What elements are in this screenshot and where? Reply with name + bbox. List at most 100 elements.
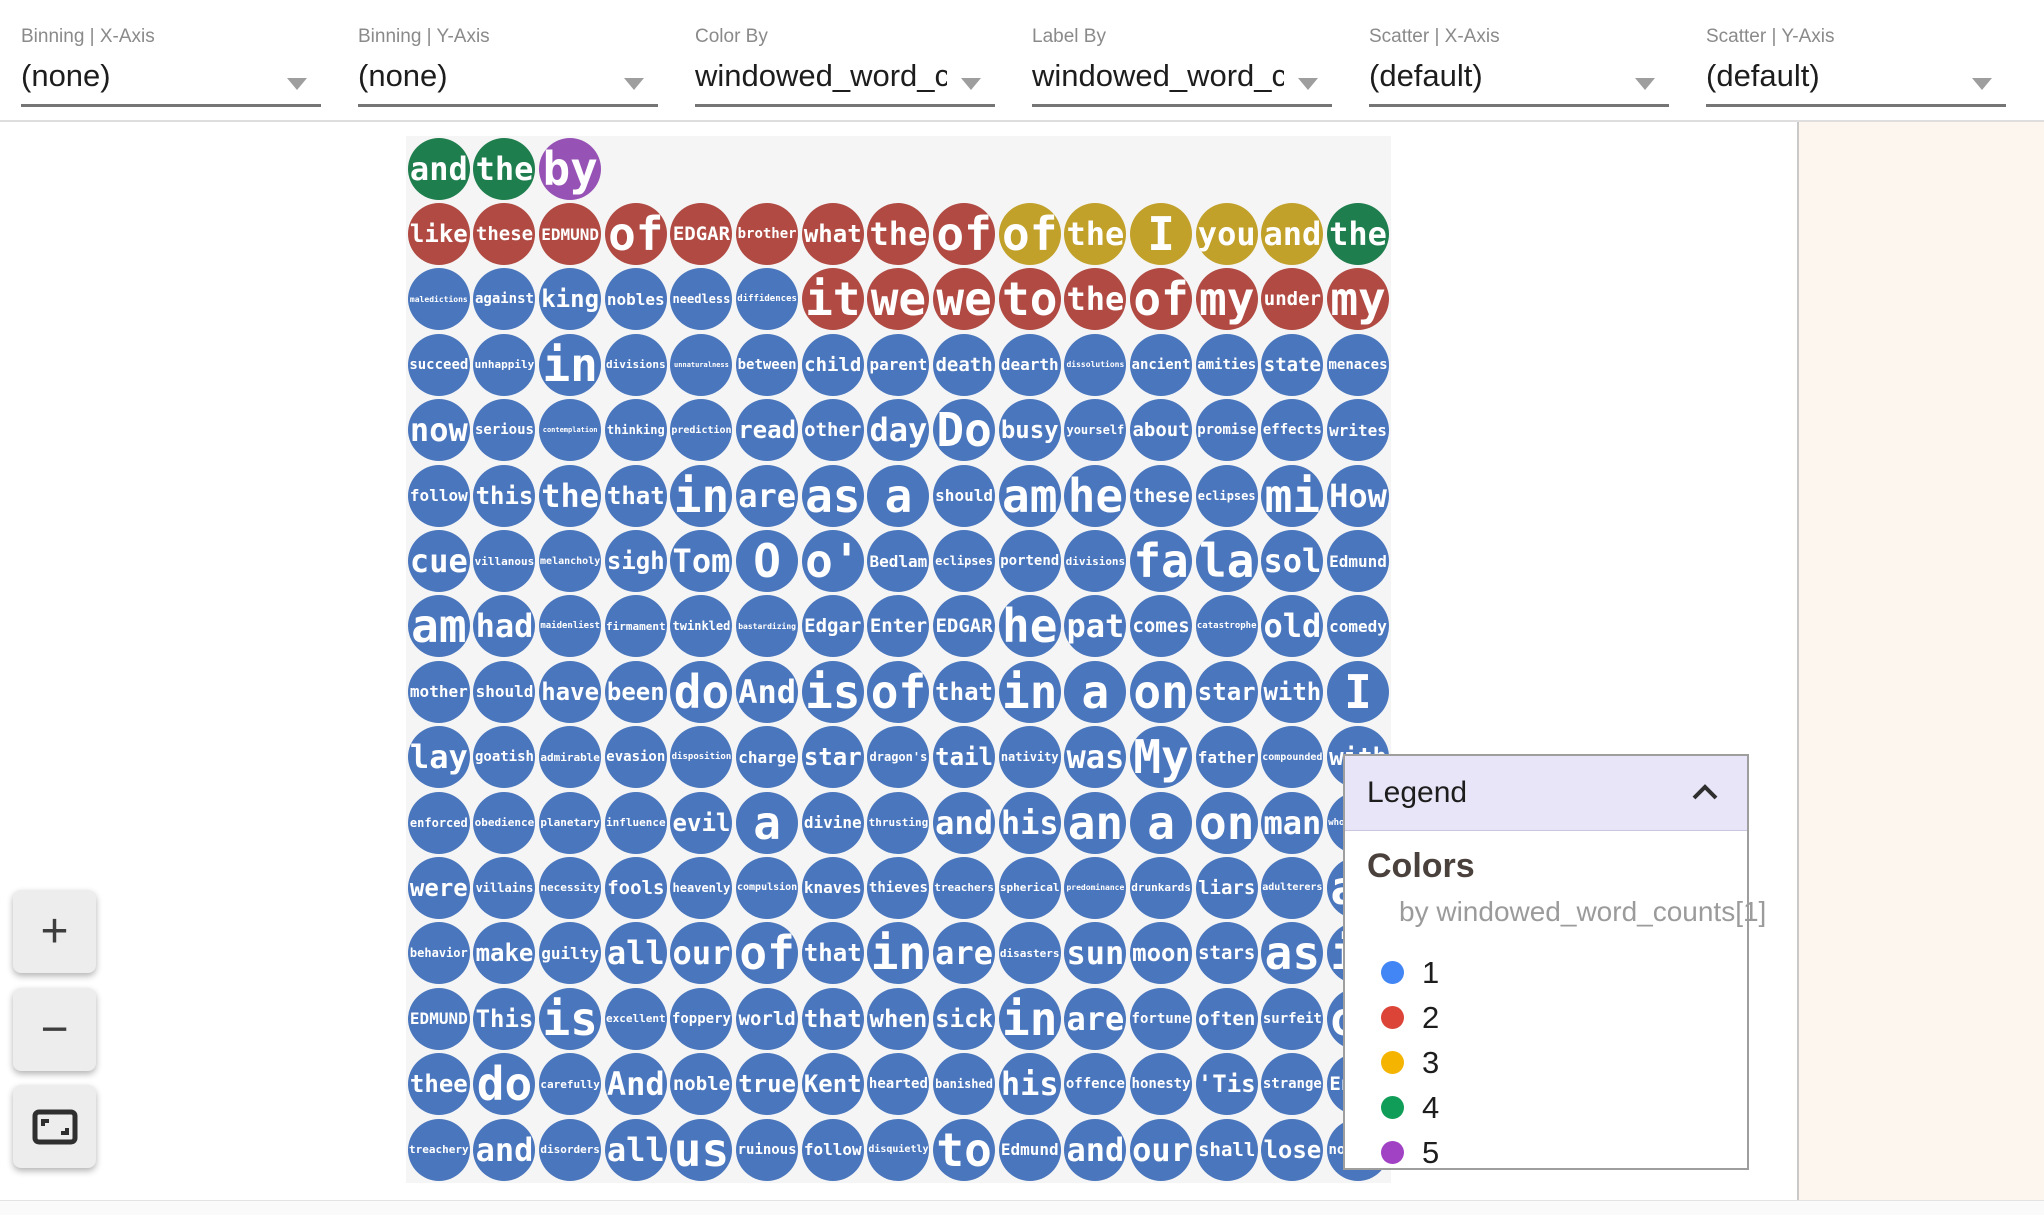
word-bubble[interactable]: fa xyxy=(1130,530,1193,593)
word-bubble[interactable]: his xyxy=(998,791,1061,854)
word-bubble[interactable]: the xyxy=(1064,203,1127,266)
word-bubble[interactable]: promise xyxy=(1195,399,1258,462)
word-bubble[interactable]: he xyxy=(1064,464,1127,527)
word-bubble[interactable]: as xyxy=(801,464,864,527)
word-bubble[interactable]: noble xyxy=(670,1053,733,1116)
word-bubble[interactable]: unnaturalness xyxy=(670,333,733,396)
dropdown-value[interactable]: windowed_word_counts[1] xyxy=(1032,58,1284,93)
word-bubble[interactable]: star xyxy=(801,726,864,789)
word-bubble[interactable]: in xyxy=(539,333,602,396)
word-bubble[interactable]: our xyxy=(1130,1118,1193,1181)
word-bubble[interactable]: twinkled xyxy=(670,595,733,658)
word-bubble[interactable]: these xyxy=(1130,464,1193,527)
word-bubble[interactable]: tail xyxy=(933,726,996,789)
word-bubble[interactable]: do xyxy=(670,660,733,723)
word-bubble[interactable]: this xyxy=(473,464,536,527)
word-bubble[interactable]: catastrophe xyxy=(1195,595,1258,658)
word-bubble[interactable]: thieves xyxy=(867,856,930,919)
word-bubble[interactable]: as xyxy=(1261,922,1324,985)
word-bubble[interactable]: are xyxy=(736,464,799,527)
word-bubble[interactable]: in xyxy=(670,464,733,527)
word-bubble[interactable]: in xyxy=(998,987,1061,1050)
word-bubble[interactable]: villains xyxy=(473,856,536,919)
word-bubble[interactable]: o' xyxy=(801,530,864,593)
word-bubble[interactable]: read xyxy=(736,399,799,462)
word-bubble[interactable]: disorders xyxy=(539,1118,602,1181)
word-bubble[interactable]: EDMUND xyxy=(539,203,602,266)
word-bubble[interactable]: divisions xyxy=(1064,530,1127,593)
word-bubble[interactable]: am xyxy=(998,464,1061,527)
word-bubble[interactable]: contemplation xyxy=(539,399,602,462)
word-bubble[interactable]: And xyxy=(736,660,799,723)
word-bubble[interactable]: unhappily xyxy=(473,333,536,396)
word-bubble[interactable]: divine xyxy=(801,791,864,854)
dropdown-color-by[interactable]: Color By windowed_word_counts[1] xyxy=(695,0,995,120)
word-bubble[interactable]: How xyxy=(1327,464,1390,527)
word-bubble[interactable]: follow xyxy=(801,1118,864,1181)
word-bubble[interactable]: my xyxy=(1327,268,1390,331)
word-bubble[interactable]: nobles xyxy=(604,268,667,331)
word-bubble[interactable]: divisions xyxy=(604,333,667,396)
word-bubble[interactable]: evasion xyxy=(604,726,667,789)
dropdown-value[interactable]: (default) xyxy=(1369,58,1483,93)
word-bubble[interactable]: serious xyxy=(473,399,536,462)
word-bubble[interactable]: have xyxy=(539,660,602,723)
word-bubble[interactable]: knaves xyxy=(801,856,864,919)
word-bubble[interactable]: eclipses xyxy=(1195,464,1258,527)
word-bubble[interactable]: the xyxy=(1064,268,1127,331)
word-bubble[interactable]: treachers xyxy=(933,856,996,919)
word-bubble[interactable]: menaces xyxy=(1327,333,1390,396)
word-bubble[interactable]: these xyxy=(473,203,536,266)
word-bubble[interactable]: sun xyxy=(1064,922,1127,985)
word-bubble[interactable]: O xyxy=(736,530,799,593)
word-bubble[interactable]: amities xyxy=(1195,333,1258,396)
word-bubble[interactable]: we xyxy=(867,268,930,331)
dropdown-label-by[interactable]: Label By windowed_word_counts[1] xyxy=(1032,0,1332,120)
word-bubble[interactable]: should xyxy=(933,464,996,527)
word-bubble[interactable]: thrusting xyxy=(867,791,930,854)
word-bubble[interactable]: busy xyxy=(998,399,1061,462)
word-bubble[interactable]: lay xyxy=(407,726,470,789)
word-bubble[interactable]: of xyxy=(867,660,930,723)
word-bubble[interactable]: admirable xyxy=(539,726,602,789)
word-bubble[interactable]: adulterers xyxy=(1261,856,1324,919)
word-bubble[interactable]: ancient xyxy=(1130,333,1193,396)
word-bubble[interactable]: hearted xyxy=(867,1053,930,1116)
word-bubble[interactable]: comedy xyxy=(1327,595,1390,658)
word-bubble[interactable]: king xyxy=(539,268,602,331)
word-bubble[interactable]: behavior xyxy=(407,922,470,985)
word-bubble[interactable]: thinking xyxy=(604,399,667,462)
word-bubble[interactable]: all xyxy=(604,922,667,985)
word-bubble[interactable]: to xyxy=(998,268,1061,331)
word-bubble[interactable]: like xyxy=(407,203,470,266)
word-bubble[interactable]: cue xyxy=(407,530,470,593)
word-bubble[interactable]: My xyxy=(1130,726,1193,789)
word-bubble[interactable]: the xyxy=(539,464,602,527)
word-bubble[interactable]: to xyxy=(933,1118,996,1181)
word-bubble[interactable]: I xyxy=(1327,660,1390,723)
word-bubble[interactable]: Enter xyxy=(867,595,930,658)
word-bubble[interactable]: all xyxy=(604,1118,667,1181)
word-bubble[interactable]: the xyxy=(1327,203,1390,266)
word-bubble[interactable]: sol xyxy=(1261,530,1324,593)
word-bubble[interactable]: heavenly xyxy=(670,856,733,919)
word-bubble[interactable]: make xyxy=(473,922,536,985)
word-bubble[interactable]: a xyxy=(1130,791,1193,854)
word-bubble[interactable]: brother xyxy=(736,203,799,266)
word-bubble[interactable]: against xyxy=(473,268,536,331)
word-bubble[interactable]: in xyxy=(998,660,1061,723)
dropdown-value[interactable]: windowed_word_counts[1] xyxy=(695,58,947,93)
word-bubble[interactable]: true xyxy=(736,1053,799,1116)
word-bubble[interactable]: excellent xyxy=(604,987,667,1050)
word-bubble[interactable]: comes xyxy=(1130,595,1193,658)
word-bubble[interactable]: guilty xyxy=(539,922,602,985)
word-bubble[interactable]: offence xyxy=(1064,1053,1127,1116)
word-bubble[interactable]: obedience xyxy=(473,791,536,854)
word-bubble[interactable]: sick xyxy=(933,987,996,1050)
word-bubble[interactable]: is xyxy=(801,660,864,723)
word-bubble[interactable]: do xyxy=(473,1053,536,1116)
word-bubble[interactable]: about xyxy=(1130,399,1193,462)
word-bubble[interactable]: that xyxy=(604,464,667,527)
word-bubble[interactable]: star xyxy=(1195,660,1258,723)
word-bubble[interactable]: of xyxy=(1130,268,1193,331)
